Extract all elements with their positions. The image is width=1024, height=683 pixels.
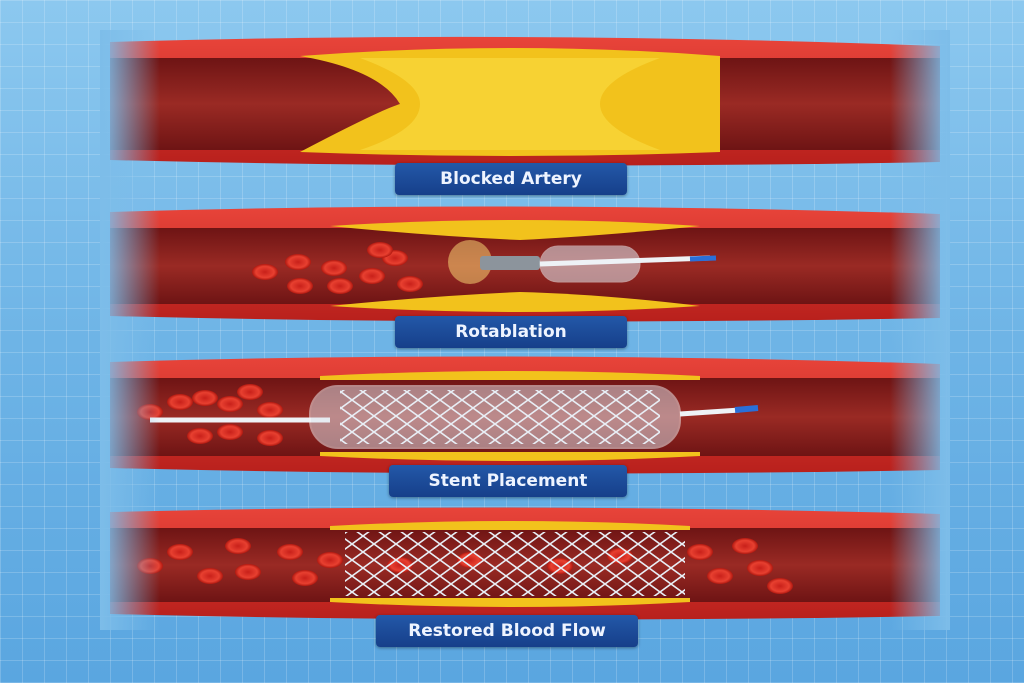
stage-label-restored-blood-flow: Restored Blood Flow bbox=[376, 615, 638, 647]
stent-mesh bbox=[345, 532, 685, 596]
red-blood-cell bbox=[747, 560, 773, 576]
red-blood-cell bbox=[317, 552, 343, 568]
red-blood-cell bbox=[277, 544, 303, 560]
red-blood-cell bbox=[397, 276, 423, 292]
stage-label-stent-placement: Stent Placement bbox=[389, 465, 627, 497]
red-blood-cell bbox=[167, 394, 193, 410]
red-blood-cell bbox=[187, 428, 213, 444]
red-blood-cell bbox=[767, 578, 793, 594]
artery-blocked bbox=[110, 36, 940, 166]
red-blood-cell bbox=[285, 254, 311, 270]
red-blood-cell bbox=[687, 544, 713, 560]
red-blood-cell bbox=[197, 568, 223, 584]
red-blood-cell bbox=[359, 268, 385, 284]
red-blood-cell bbox=[252, 264, 278, 280]
stent-mesh bbox=[340, 390, 660, 444]
red-blood-cell bbox=[217, 424, 243, 440]
red-blood-cell bbox=[235, 564, 261, 580]
rotablator-burr bbox=[480, 256, 540, 270]
catheter-tip bbox=[734, 405, 759, 413]
red-blood-cell bbox=[217, 396, 243, 412]
stage-label-blocked-artery: Blocked Artery bbox=[395, 163, 627, 195]
red-blood-cell bbox=[225, 538, 251, 554]
red-blood-cells bbox=[252, 242, 423, 294]
artery-rotablation bbox=[110, 206, 940, 322]
red-blood-cell bbox=[192, 390, 218, 406]
red-blood-cell bbox=[257, 430, 283, 446]
red-blood-cell bbox=[257, 402, 283, 418]
artery-stent-placement bbox=[110, 356, 940, 474]
stage-label-rotablation: Rotablation bbox=[395, 316, 627, 348]
red-blood-cell bbox=[327, 278, 353, 294]
red-blood-cell bbox=[237, 384, 263, 400]
red-blood-cell bbox=[292, 570, 318, 586]
red-blood-cell bbox=[367, 242, 393, 258]
red-blood-cell bbox=[167, 544, 193, 560]
red-blood-cell bbox=[287, 278, 313, 294]
red-blood-cell bbox=[732, 538, 758, 554]
catheter-tip bbox=[689, 255, 717, 262]
catheter bbox=[539, 255, 711, 267]
red-blood-cell bbox=[321, 260, 347, 276]
red-blood-cell bbox=[707, 568, 733, 584]
artery-restored bbox=[110, 507, 940, 620]
debris-particles bbox=[448, 240, 492, 284]
